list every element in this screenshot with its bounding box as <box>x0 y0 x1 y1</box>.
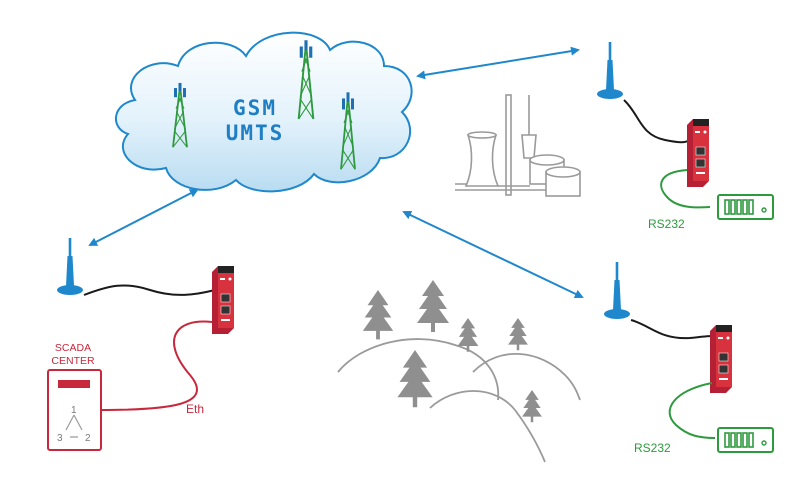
antenna-icon <box>604 262 630 319</box>
scada-num-2: 2 <box>85 433 91 444</box>
router-icon <box>709 324 733 394</box>
hills <box>337 338 581 463</box>
link-arrow-top-right <box>416 46 580 80</box>
device-icon <box>717 194 774 220</box>
eth-label: Eth <box>186 402 204 416</box>
cloud-label-umts: UMTS <box>226 121 285 145</box>
industrial-plant-icon <box>455 94 581 197</box>
link-arrow-left <box>88 189 199 246</box>
serial-cable-bottom-right <box>668 382 716 439</box>
scada-num-1: 1 <box>71 405 77 416</box>
gsm-umts-cloud <box>114 31 413 193</box>
antenna-icon <box>57 238 83 295</box>
antenna-cable-top-right <box>623 99 691 144</box>
antenna-cable-bottom-right <box>630 319 713 340</box>
rs232-label-top: RS232 <box>648 217 685 231</box>
tree-icon <box>417 280 449 332</box>
eth-cable <box>99 320 213 411</box>
tree-icon <box>362 290 394 340</box>
router-icon <box>211 265 235 335</box>
tree-icon <box>397 350 433 408</box>
cloud-label-gsm: GSM <box>233 96 277 120</box>
scada-label-line1: SCADA <box>55 342 91 354</box>
rs232-label-bottom: RS232 <box>634 441 671 455</box>
tree-icon <box>508 318 528 351</box>
antenna-cable-left <box>83 284 216 296</box>
scada-num-3: 3 <box>57 433 63 444</box>
device-icon <box>717 427 774 453</box>
serial-cable-top-right <box>660 169 711 209</box>
antenna-icon <box>597 42 623 99</box>
scada-terminal-icon <box>47 369 102 451</box>
tree-icon <box>522 390 542 423</box>
scada-label-line2: CENTER <box>51 355 95 367</box>
link-arrow-bottom-right <box>402 210 584 299</box>
router-icon <box>686 118 710 188</box>
